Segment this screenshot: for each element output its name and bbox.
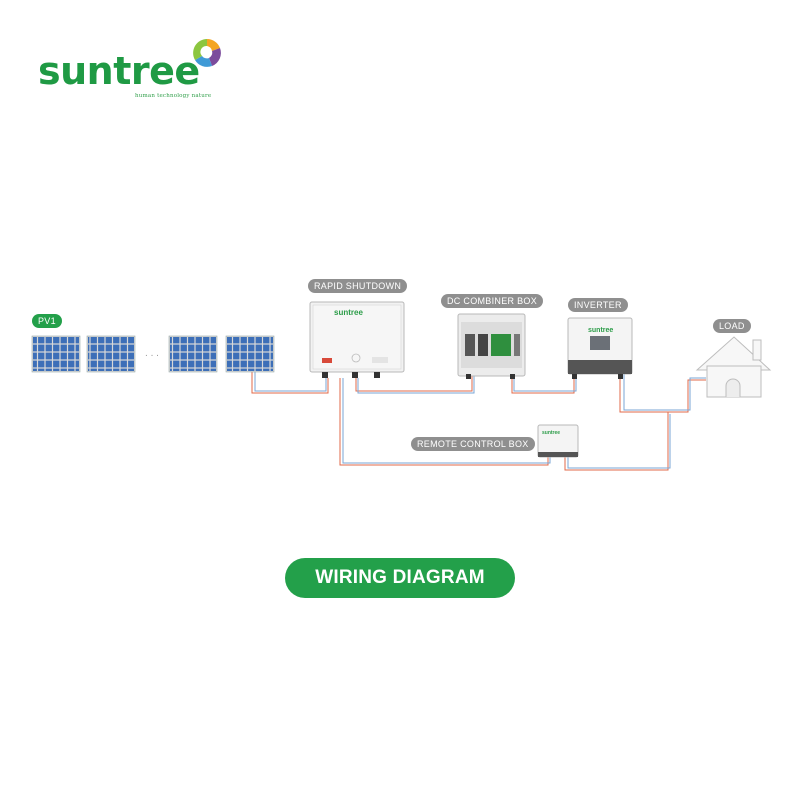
remote-brand: suntree <box>542 430 560 436</box>
suntree-logo: suntree <box>38 52 200 90</box>
load-house-icon <box>695 336 772 398</box>
inverter-brand: suntree <box>588 327 613 334</box>
pv-panel-3 <box>168 335 218 373</box>
label-inverter: INVERTER <box>568 298 628 312</box>
pv-panel-4 <box>225 335 275 373</box>
rapid-shutdown-device: suntree <box>309 301 405 378</box>
logo-swirl-icon <box>193 39 221 67</box>
pv-panel-2 <box>86 335 136 373</box>
logo-tagline: human technology nature <box>135 93 212 99</box>
label-pv1: PV1 <box>32 314 62 328</box>
logo-wordmark: suntree <box>38 49 200 93</box>
label-load: LOAD <box>713 319 751 333</box>
pv-panel-1 <box>31 335 81 373</box>
wiring-diagram: . . . suntree suntree <box>31 301 772 471</box>
label-remote-control-box: REMOTE CONTROL BOX <box>411 437 535 451</box>
wiring-diagram-button[interactable]: WIRING DIAGRAM <box>285 558 515 598</box>
rapid-shutdown-brand: suntree <box>334 308 363 317</box>
wires <box>251 372 706 471</box>
remote-control-device: suntree <box>537 424 579 458</box>
label-rapid-shutdown: RAPID SHUTDOWN <box>308 279 408 293</box>
dc-combiner-device <box>457 313 526 379</box>
label-dc-combiner-box: DC COMBINER BOX <box>441 294 544 308</box>
inverter-device: suntree <box>567 317 633 379</box>
panel-ellipsis: . . . <box>145 348 159 359</box>
